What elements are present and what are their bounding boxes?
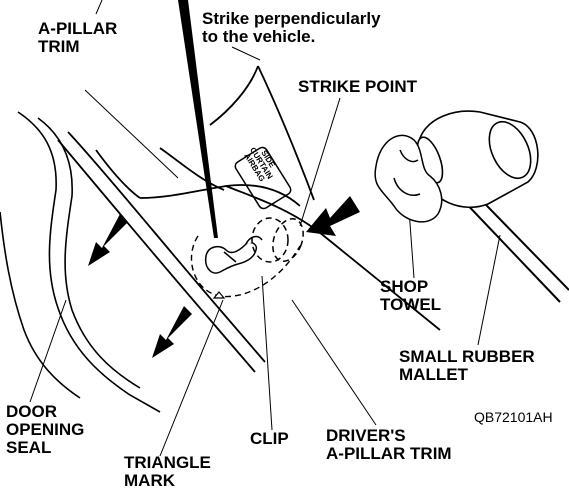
a-pillar-trim-leader — [85, 90, 178, 178]
triangle-mark-label-line1: TRIANGLE — [124, 454, 211, 472]
strike-direction-arrow — [306, 196, 360, 236]
a-pillar-trim-label: A-PILLAR TRIM — [38, 20, 117, 56]
figure-code: QB72101AH — [474, 408, 553, 426]
door-opening-seal-label-line3: SEAL — [6, 439, 84, 457]
strike-instruction-line2: to the vehicle. — [202, 28, 381, 46]
triangle-mark-label: TRIANGLE MARK — [124, 454, 211, 490]
strike-point-label: STRIKE POINT — [298, 78, 417, 96]
strike-instruction-label: Strike perpendicularly to the vehicle. — [202, 10, 381, 46]
shop-towel-label-line1: SHOP — [380, 278, 441, 296]
small-rubber-mallet-label-line1: SMALL RUBBER — [399, 348, 535, 366]
leader-lines — [30, 0, 500, 456]
door-opening-seal-label: DOOR OPENING SEAL — [6, 403, 84, 457]
door-opening-seal-label-line2: OPENING — [6, 421, 84, 439]
triangle-mark-label-line2: MARK — [124, 472, 211, 490]
door-opening-seal-label-line1: DOOR — [6, 403, 84, 421]
strike-instruction-line1: Strike perpendicularly — [202, 10, 381, 28]
small-rubber-mallet-label: SMALL RUBBER MALLET — [399, 348, 535, 384]
a-pillar-trim-label-line2: TRIM — [38, 38, 117, 56]
a-pillar-trim-label-line1: A-PILLAR — [38, 20, 117, 38]
drivers-a-pillar-trim-label-line2: A-PILLAR TRIM — [326, 445, 452, 463]
shop-towel-label-line2: TOWEL — [380, 296, 441, 314]
a-pillar-trim-shape — [58, 66, 440, 372]
clip-shape — [206, 237, 262, 274]
clip-label: CLIP — [250, 430, 289, 448]
seal-pull-arrows — [88, 214, 192, 358]
drivers-a-pillar-trim-label-line1: DRIVER'S — [326, 427, 452, 445]
small-rubber-mallet-label-line2: MALLET — [399, 366, 535, 384]
door-opening-seal-shape — [0, 112, 160, 412]
drivers-a-pillar-trim-label: DRIVER'S A-PILLAR TRIM — [326, 427, 452, 463]
shop-towel-label: SHOP TOWEL — [380, 278, 441, 314]
